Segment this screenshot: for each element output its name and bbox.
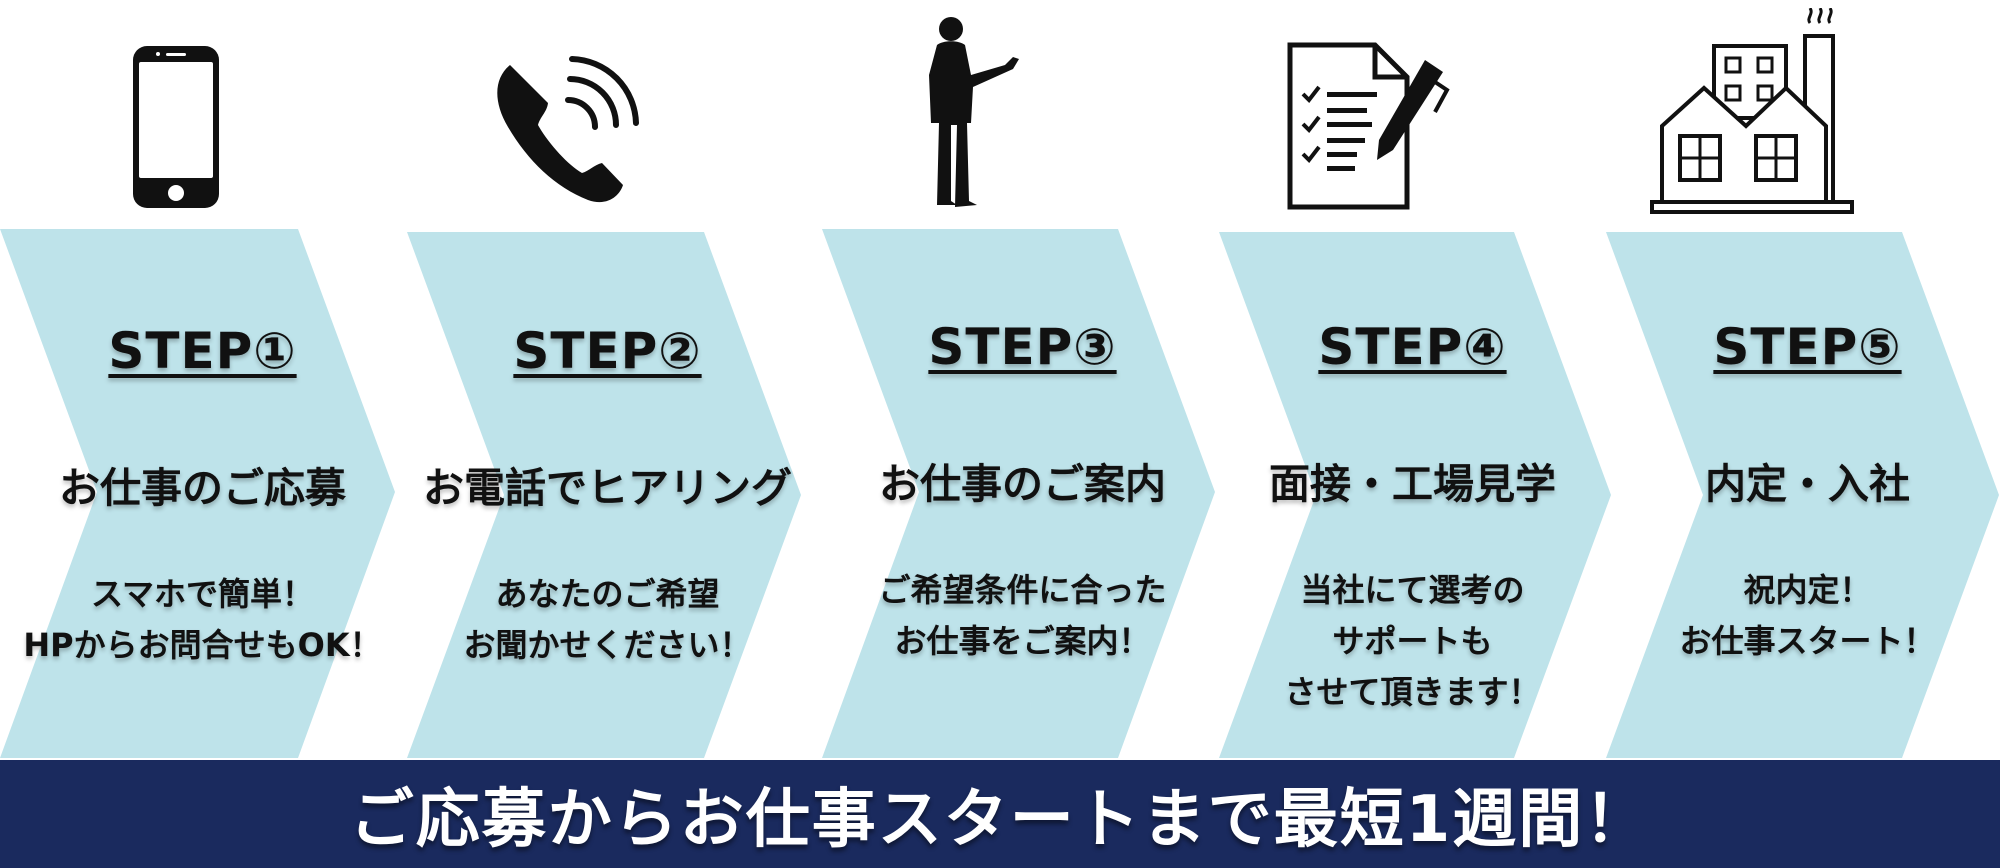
step-4-desc-line: 当社にて選考の <box>1300 571 1525 609</box>
step-4-desc-line: させて頂きます！ <box>1284 673 1541 711</box>
step-2-heading: お電話でヒアリング <box>423 464 792 512</box>
factory-icon <box>1650 8 1854 214</box>
step-5-desc-line: お仕事スタート！ <box>1679 622 1936 660</box>
checklist-pen-icon <box>1287 42 1450 210</box>
step-3-description: ご希望条件に合った お仕事をご案内！ <box>820 565 1225 667</box>
step-2-desc-line: お聞かせください！ <box>463 626 752 664</box>
step-1-title: STEP① <box>108 322 297 380</box>
banner-text: ご応募からお仕事スタートまで最短1週間！ <box>349 783 1651 857</box>
phone-call-icon <box>497 56 639 203</box>
smartphone-icon <box>133 46 219 208</box>
step-1-desc-line: HPからお問合せもOK！ <box>23 626 382 664</box>
step-1-description: スマホで簡単！ HPからお問合せもOK！ <box>0 569 405 671</box>
step-2-desc-line: あなたのご希望 <box>495 575 720 613</box>
step-5-title: STEP⑤ <box>1713 318 1902 376</box>
step-3-desc-line: ご希望条件に合った <box>878 571 1167 609</box>
bottom-banner: ご応募からお仕事スタートまで最短1週間！ <box>0 760 2000 868</box>
step-5-description: 祝内定！ お仕事スタート！ <box>1605 565 2000 667</box>
step-4-description: 当社にて選考の サポートも させて頂きます！ <box>1210 565 1615 718</box>
chevron-step-5 <box>1606 232 1999 758</box>
chevron-step-4 <box>1219 232 1611 758</box>
step-3-heading: お仕事のご案内 <box>879 460 1166 508</box>
step-3-desc-line: お仕事をご案内！ <box>894 622 1151 660</box>
step-1-heading: お仕事のご応募 <box>59 464 346 512</box>
step-5-desc-line: 祝内定！ <box>1743 571 1872 609</box>
step-4-title: STEP④ <box>1318 318 1507 376</box>
step-1-desc-line: スマホで簡単！ <box>90 575 315 613</box>
step-5-heading: 内定・入社 <box>1705 460 1910 508</box>
step-3-title: STEP③ <box>928 318 1117 376</box>
presenter-icon <box>929 17 1019 207</box>
chevron-step-3 <box>822 229 1215 758</box>
step-4-heading: 面接・工場見学 <box>1269 460 1556 508</box>
step-2-title: STEP② <box>513 322 702 380</box>
step-4-desc-line: サポートも <box>1332 622 1493 660</box>
chevron-step-2 <box>407 232 801 758</box>
step-chevrons <box>0 229 1999 758</box>
step-2-description: あなたのご希望 お聞かせください！ <box>405 569 810 671</box>
chevron-step-1 <box>0 229 395 758</box>
